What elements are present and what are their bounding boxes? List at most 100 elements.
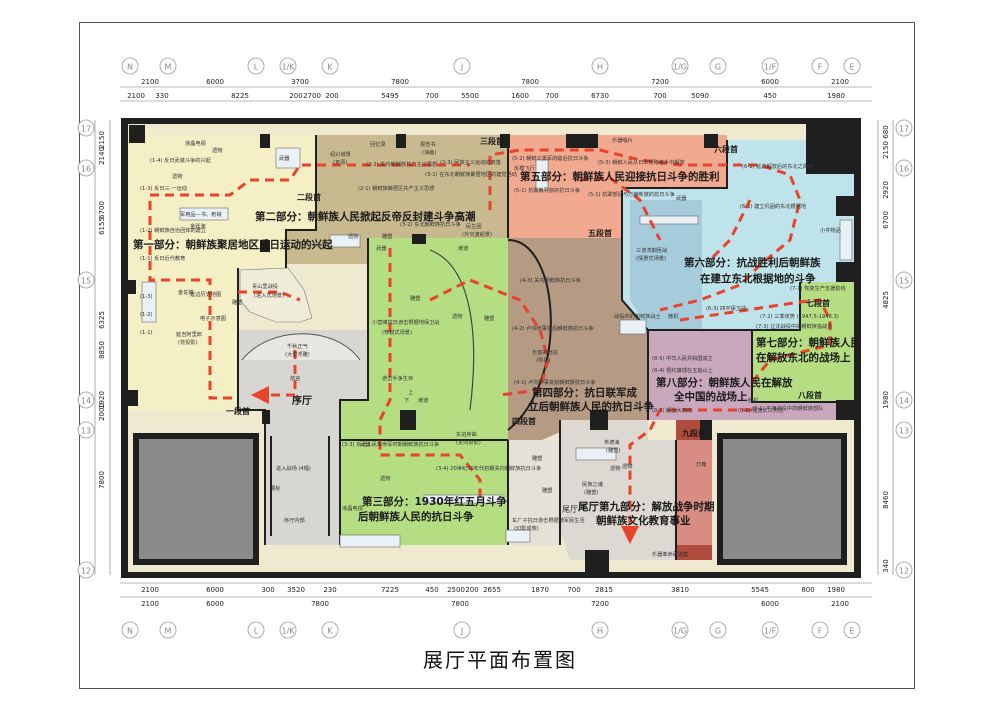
grid-bubble-bottom-label: J [460, 627, 463, 636]
grid-bubble-left [77, 421, 95, 439]
dim-top-2: 5495 [381, 92, 399, 100]
curved-wall-part4 [507, 239, 552, 431]
dim-bottom-1: 2100 [141, 586, 159, 594]
zone-pink [676, 440, 712, 545]
label-baoming: 报告书 [420, 140, 436, 148]
dim-left: 6155 [98, 217, 106, 235]
dim-bottom-2: 7800 [451, 600, 469, 608]
dim-bottom-1: 230 [323, 586, 336, 594]
grid-bubble-top-label: L [254, 63, 259, 72]
label-minzu-sub: (雕塑) [584, 488, 598, 496]
dim-bottom-1: 3520 [287, 586, 305, 594]
grid-bubble-top-label: E [849, 63, 854, 72]
label-s1-4: (1-1) 反日近代教育 [140, 254, 185, 262]
label-qiangu-sub: (大型浮雕) [285, 350, 310, 358]
label-s1-7: (1-1) [140, 330, 153, 336]
grid-bubble-bottom-label: 1/F [764, 627, 777, 636]
grid-bubble-top-label: 1/K [281, 63, 295, 72]
label-jinxin: 金跃渊 [190, 222, 206, 230]
dim-top-1: 3700 [291, 78, 309, 86]
label-s2-2: (2-1) 朝鲜族聚居区共产主义思想 [358, 184, 434, 192]
label-s4-1: (4-3) 关内朝鲜族抗日斗争 [520, 276, 581, 284]
label-up: 上 [408, 388, 413, 396]
grid-bubble-right-label: 16 [899, 165, 909, 174]
grid-bubble-bottom-label: H [597, 627, 603, 636]
label-youji: 游击手争生存 [382, 374, 413, 382]
small-labels: 液晶电视遗物(1-4) 反日武装斗争的兴起武器(1-3) 反日三·一运动军用品—… [140, 136, 846, 558]
grid-bubble-left [77, 119, 95, 137]
grid-bubble-top [321, 57, 339, 75]
grid-bubble-bottom [591, 621, 609, 639]
label-minsheng-sub: (外交渡船景) [462, 230, 492, 238]
dim-left: 6325 [98, 311, 106, 329]
dim-top-1: 7800 [521, 78, 539, 86]
label-sanxi: 三道湾剿匪战 [636, 246, 668, 254]
dim-top-2: 700 [653, 92, 666, 100]
grid-bubble-bottom [247, 621, 265, 639]
label-dongjin-sub: (定向投影) [456, 438, 481, 446]
grid-bubble-left-label: 14 [81, 397, 91, 406]
label-weiting: 尾厅 [562, 505, 578, 514]
label-s8-3: (8-3) 解放大西南 [652, 406, 692, 414]
zone-corridor [508, 440, 560, 545]
tour-route [148, 148, 832, 544]
dim-bottom-1: 200 [465, 586, 478, 594]
segment-8: 八段首 [797, 390, 822, 400]
dim-top-2: 1980 [827, 92, 845, 100]
grid-bubble-left-label: 17 [81, 125, 91, 134]
label-sculpture4: 雕塑 [410, 294, 420, 302]
label-s3-1: (3-3) 东北人民革命军时期朝鲜族抗日斗争 [342, 440, 439, 448]
dim-right: 2920 [882, 181, 890, 199]
grid-bubble-top-label: H [597, 63, 603, 72]
dim-top-2: 450 [763, 92, 776, 100]
dim-bottom-2: 2100 [141, 600, 159, 608]
dim-bottom-2: 7800 [311, 600, 329, 608]
grid-bubble-right [895, 119, 913, 137]
grid-bubble-bottom [761, 621, 779, 639]
grid-bubble-right-label: 15 [899, 277, 909, 286]
label-sculpture6: 雕塑 [532, 454, 542, 462]
grid-bubble-left [77, 159, 95, 177]
dim-left: 2150 [98, 131, 106, 149]
dim-right: 680 [882, 125, 890, 138]
section-part4-line1: 第四部分：抗日联军成 [532, 386, 637, 399]
dim-top-2: 8225 [231, 92, 249, 100]
section-part6-line1: 第六部分：抗战胜利后朝鲜族 [684, 256, 821, 269]
segment-5: 五段首 [588, 228, 612, 238]
dim-top-2: 1600 [511, 92, 529, 100]
label-s5-1: (5-2) 朝鲜义勇军的敌后抗日斗争 [512, 154, 588, 162]
dim-top-2: 6730 [591, 92, 609, 100]
label-weapon2: 武器 [376, 244, 387, 252]
grid-bubble-right [895, 561, 913, 579]
label-sculpture2: 雕塑 [542, 486, 552, 494]
label-s4-3: (4-1) 卢沟桥事变前朝鲜族抗日斗争 [514, 378, 596, 386]
label-music: 乐器唱片 [612, 136, 633, 144]
label-qingshan-sub: (进入式场景) [254, 291, 284, 299]
label-s8-1: (8-5) 中华人民共和国成立 [652, 354, 713, 362]
section-part6-line2: 在建立东北根据地的斗争 [700, 272, 816, 285]
label-zhanshi: 战役中的朝鲜族战士 [614, 312, 661, 320]
grid-bubble-top-label: K [327, 63, 333, 72]
grid-bubble-bottom-label: K [327, 627, 333, 636]
dim-bottom-1: 700 [567, 586, 580, 594]
section-part4-line2: 立后朝鲜族人民的抗日斗争 [528, 400, 654, 413]
dim-left: 1920 [98, 391, 106, 409]
grid-bubble-right [895, 271, 913, 289]
grid-bubble-top [247, 57, 265, 75]
grid-bubble-bottom [279, 621, 297, 639]
dim-top-1: 7800 [391, 78, 409, 86]
label-music2: 乐器革命歌谣集 [652, 550, 689, 558]
grid-bubble-bottom-label: L [254, 627, 259, 636]
label-zhuds: 朱德海 [604, 438, 620, 446]
grid-bubble-top [279, 57, 297, 75]
label-chechang-sub: (幻影成像) [514, 524, 539, 532]
label-down: 下 [404, 397, 409, 404]
grid-bubble-right-label: 17 [899, 125, 909, 134]
label-xuting-inner: 序厅内部 [284, 516, 305, 524]
label-podao2: 坡道 [458, 244, 468, 252]
label-s5-4: (5-1) 抗联部队与方编新旅的抗日斗争 [588, 190, 675, 198]
dim-bottom-2: 7200 [591, 600, 609, 608]
grid-bubble-top-label: 1/F [764, 63, 777, 72]
label-chechang: 车厂子抗日游击根据地军民生活 [512, 516, 585, 524]
